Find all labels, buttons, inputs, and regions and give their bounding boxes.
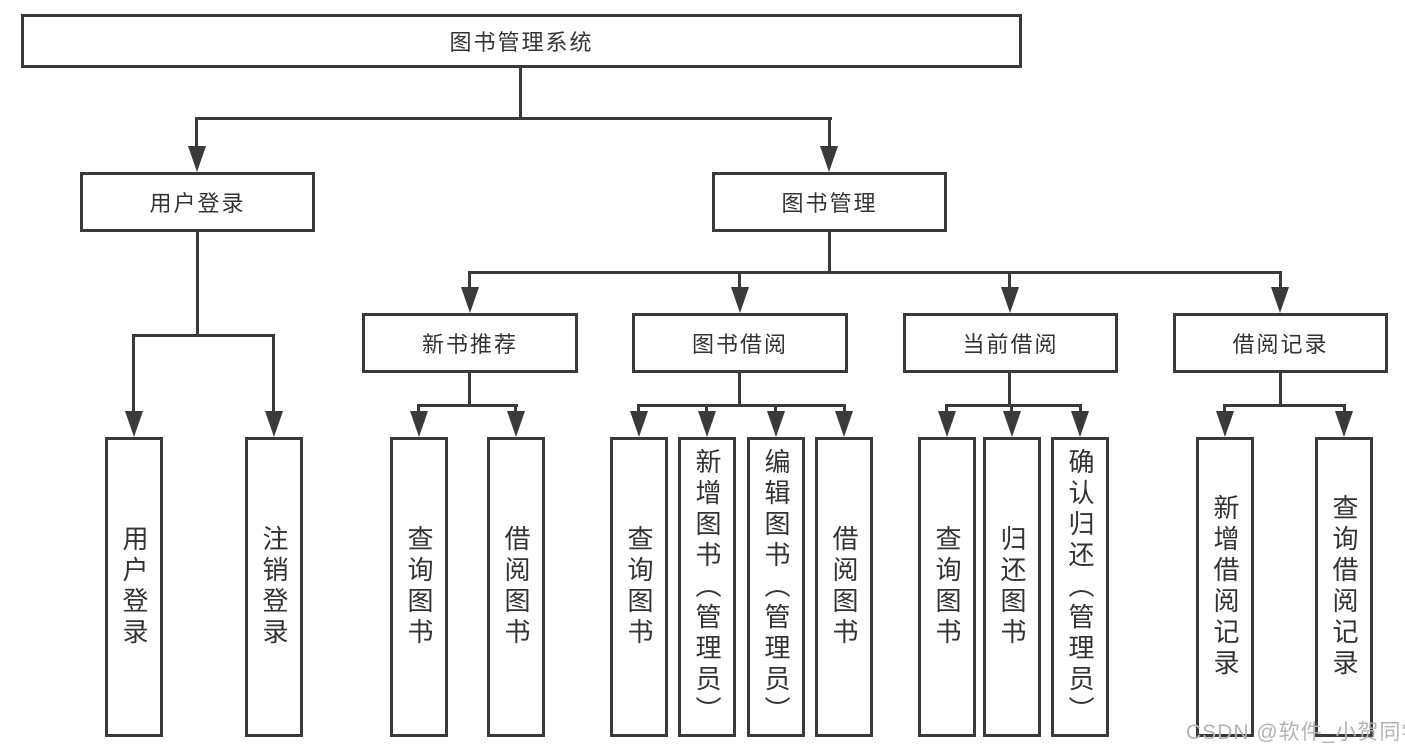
connector-line [1079,404,1082,415]
connector-line [272,334,275,415]
connector-arrow [1003,411,1021,437]
node-label: 新书推荐 [421,332,518,357]
connector-arrow [698,411,716,437]
connector-line [468,271,1282,274]
connector-line [1223,404,1226,415]
node-label: 当前借阅 [962,332,1059,357]
node-borrow-books-recommend: 借阅图书 [487,437,545,737]
connector-line [1010,404,1013,415]
connector-arrow [1335,411,1353,437]
node-label: 新增图书（管理员） [692,447,722,727]
connector-line [417,404,420,415]
node-confirm-return-admin: 确认归还（管理员） [1051,437,1109,737]
node-label: 用户登录 [119,525,149,649]
node-edit-book-admin: 编辑图书（管理员） [747,437,805,737]
node-label: 图书借阅 [691,332,788,357]
node-query-books-borrow: 查询图书 [610,437,668,737]
connector-arrow [410,411,428,437]
node-library-system: 图书管理系统 [21,14,1022,68]
node-label: 用户登录 [149,191,246,216]
connector-line [514,404,517,415]
connector-line [637,404,846,407]
node-book-management: 图书管理 [712,172,947,232]
connector-arrow [265,411,283,437]
node-label: 查询图书 [932,525,962,649]
node-label: 查询图书 [404,525,434,649]
connector-line [843,404,846,415]
node-label: 查询借阅记录 [1329,494,1359,680]
connector-arrow [731,287,749,313]
connector-line [774,404,777,415]
connector-arrow [1071,411,1089,437]
node-query-books-recommend: 查询图书 [390,437,448,737]
connector-line [1279,373,1282,407]
connector-line [132,334,135,415]
node-return-books: 归还图书 [983,437,1041,737]
connector-line [945,404,1082,407]
connector-line [945,404,948,415]
connector-line [417,404,518,407]
connector-line [196,232,199,336]
connector-arrow [507,411,525,437]
node-label: 借阅记录 [1232,332,1329,357]
connector-line [1279,271,1282,291]
node-label: 编辑图书（管理员） [761,447,791,727]
connector-arrow [767,411,785,437]
node-user-login-leaf: 用户登录 [105,437,163,737]
connector-line [828,117,831,150]
connector-arrow [820,146,838,172]
node-borrow-books-borrow: 借阅图书 [815,437,873,737]
node-label: 新增借阅记录 [1210,494,1240,680]
node-label: 借阅图书 [829,525,859,649]
connector-line [1008,373,1011,407]
connector-line [738,271,741,291]
node-user-login: 用户登录 [80,172,315,232]
connector-line [738,373,741,407]
connector-arrow [1216,411,1234,437]
node-logout: 注销登录 [245,437,303,737]
connector-arrow [125,411,143,437]
connector-arrow [1271,287,1289,313]
node-query-borrow-record: 查询借阅记录 [1315,437,1373,737]
node-new-book-recommend: 新书推荐 [362,313,578,373]
connector-line [196,117,832,120]
connector-line [1223,404,1346,407]
connector-line [705,404,708,415]
connector-line [828,232,831,274]
node-label: 确认归还（管理员） [1065,447,1095,727]
node-query-books-current: 查询图书 [918,437,976,737]
connector-arrow [938,411,956,437]
connector-line [132,334,275,337]
connector-arrow [835,411,853,437]
connector-line [468,271,471,291]
node-label: 借阅图书 [501,525,531,649]
connector-line [1343,404,1346,415]
connector-line [1008,271,1011,291]
node-label: 注销登录 [259,525,289,649]
node-label: 图书管理 [781,191,878,216]
connector-arrow [188,146,206,172]
node-add-book-admin: 新增图书（管理员） [678,437,736,737]
node-label: 归还图书 [997,525,1027,649]
csdn-watermark: CSDN @软件_小贺同学 [1186,721,1405,744]
connector-line [519,68,522,119]
node-borrow-records: 借阅记录 [1173,313,1388,373]
node-label: 查询图书 [624,525,654,649]
node-label: 图书管理系统 [449,30,594,55]
node-current-borrow: 当前借阅 [903,313,1118,373]
node-add-borrow-record: 新增借阅记录 [1196,437,1254,737]
connector-line [195,117,198,150]
connector-arrow [630,411,648,437]
connector-line [468,373,471,407]
connector-arrow [461,287,479,313]
connector-arrow [1001,287,1019,313]
connector-line [637,404,640,415]
node-book-borrow: 图书借阅 [632,313,848,373]
